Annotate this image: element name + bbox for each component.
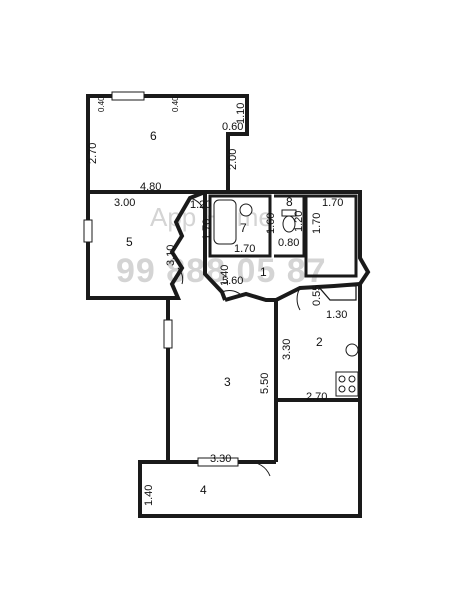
internal-walls (208, 134, 358, 278)
dim-1-10: 1.10 (235, 103, 247, 124)
window-room6 (111, 91, 145, 101)
dim-1-20-wc: 1.20 (293, 211, 305, 232)
watermark-phone: 99 888 05 87 (116, 252, 327, 290)
outer-walls (86, 94, 371, 518)
dim-1-70-bath-bottom: 1.70 (234, 243, 255, 255)
dim-1-60: 1.60 (265, 213, 277, 234)
dim-3-00: 3.00 (114, 197, 135, 209)
dim-2-00: 2.00 (227, 149, 239, 170)
room-number-3: 3 (224, 375, 231, 389)
dim-1-30: 1.30 (326, 309, 347, 321)
dim-3-30-bottom: 3.30 (210, 453, 231, 465)
bathtub (213, 199, 237, 245)
dim-3-10: 3.10 (165, 245, 177, 266)
dim-5-50: 5.50 (259, 373, 271, 394)
dim-0-40-a: 0.40 (97, 96, 106, 112)
window-room3-bottom (197, 457, 239, 467)
stove-icon (335, 371, 359, 397)
window-room5 (83, 219, 93, 243)
room-number-1: 1 (260, 265, 267, 279)
kitchen-niche (316, 285, 357, 301)
room-number-2: 2 (316, 335, 323, 349)
room-number-6: 6 (150, 129, 157, 143)
room-number-8: 8 (286, 195, 293, 209)
dim-0-40-b: 0.40 (171, 96, 180, 112)
dim-2-70-top: 2.70 (87, 143, 99, 164)
dim-3-30-kitchen: 3.30 (281, 339, 293, 360)
dim-1-70-bath-side: 1.70 (201, 219, 213, 240)
toilet-tank (281, 209, 297, 217)
dim-1-70-top-right: 1.70 (322, 197, 343, 209)
room-number-7: 7 (240, 221, 247, 235)
bath-sink-icon (239, 203, 253, 217)
dim-0-60: 0.60 (222, 121, 243, 133)
doors (177, 197, 301, 477)
fixtures (213, 199, 359, 397)
dim-5-60: 5.60 (222, 275, 243, 287)
kitchen-sink-icon (345, 343, 359, 357)
room-number-5: 5 (126, 235, 133, 249)
dim-2-70-kitchen: 2.70 (306, 391, 327, 403)
dim-1-40-balcony: 1.40 (143, 485, 155, 506)
dim-1-40-hall: 1.40 (219, 265, 231, 286)
dim-4-80: 4.80 (140, 181, 161, 193)
room-number-4: 4 (200, 483, 207, 497)
dim-1-70-right-side: 1.70 (311, 213, 323, 234)
dim-0-80: 0.80 (278, 237, 299, 249)
window-room3 (163, 319, 173, 349)
dim-1-20-a: 1.20 (190, 199, 211, 211)
dim-0-55: 0.55 (311, 285, 323, 306)
